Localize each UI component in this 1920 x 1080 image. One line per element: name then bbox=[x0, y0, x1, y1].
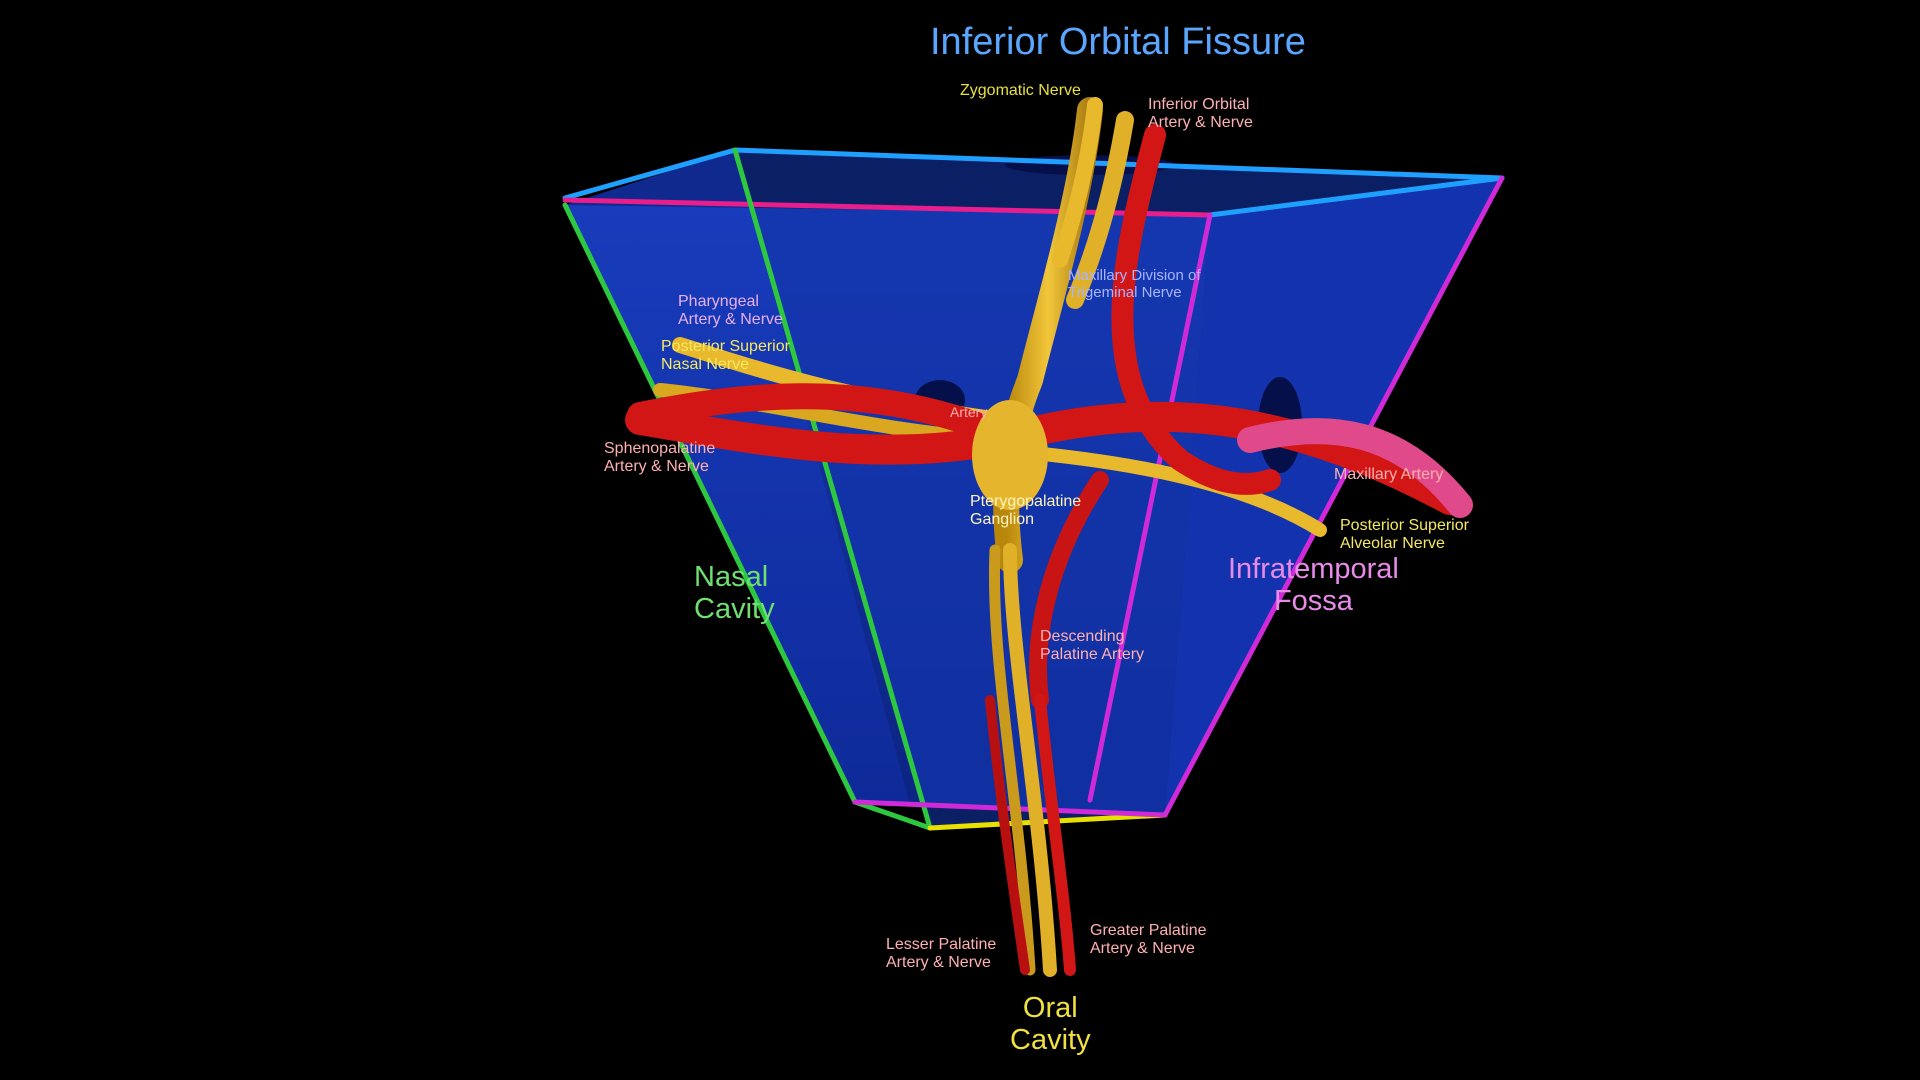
descending-palatine-artery bbox=[1029, 471, 1109, 709]
label-sphenopalatine: Sphenopalatine Artery & Nerve bbox=[604, 440, 716, 475]
maxillary-artery-segment bbox=[1237, 418, 1473, 518]
zygomatic-nerve bbox=[1052, 97, 1103, 268]
region-title-bottom: Oral Cavity bbox=[1010, 992, 1091, 1056]
region-title-top: Inferior Orbital Fissure bbox=[930, 21, 1306, 63]
label-lesser-palatine: Lesser Palatine Artery & Nerve bbox=[886, 936, 997, 971]
label-posterior-superior-alveolar: Posterior Superior Alveolar Nerve bbox=[1340, 517, 1469, 552]
inferior-orbital-artery bbox=[1111, 124, 1281, 495]
greater-palatine-nerve bbox=[1003, 543, 1057, 977]
label-artery-mid: Artery bbox=[950, 404, 988, 420]
label-pterygopalatine-ganglion: Pterygopalatine Ganglion bbox=[970, 493, 1082, 528]
sphenopalatine-artery bbox=[627, 383, 1003, 443]
label-maxillary-division: Maxillary Division of Trigeminal Nerve bbox=[1068, 267, 1201, 301]
lesser-palatine-artery bbox=[985, 695, 1030, 975]
label-inferior-orbital: Inferior Orbital Artery & Nerve bbox=[1148, 96, 1253, 131]
label-pharyngeal: Pharyngeal Artery & Nerve bbox=[678, 293, 783, 328]
inferior-orbital-nerve bbox=[1066, 111, 1134, 309]
label-zygomatic-nerve: Zygomatic Nerve bbox=[960, 82, 1081, 99]
label-descending-palatine: Descending Palatine Artery bbox=[1040, 628, 1145, 663]
label-posterior-superior-nasal: Posterior Superior Nasal Nerve bbox=[661, 338, 790, 373]
lesser-palatine-nerve bbox=[988, 544, 1036, 976]
box-front-face bbox=[735, 150, 1502, 828]
pterygopalatine-ganglion-shape bbox=[972, 400, 1048, 510]
greater-palatine-artery bbox=[1034, 694, 1076, 976]
region-title-left: Nasal Cavity bbox=[694, 561, 775, 625]
region-title-right: Infratemporal Fossa bbox=[1228, 553, 1399, 617]
label-maxillary-artery: Maxillary Artery bbox=[1334, 466, 1444, 483]
label-greater-palatine: Greater Palatine Artery & Nerve bbox=[1090, 922, 1207, 957]
